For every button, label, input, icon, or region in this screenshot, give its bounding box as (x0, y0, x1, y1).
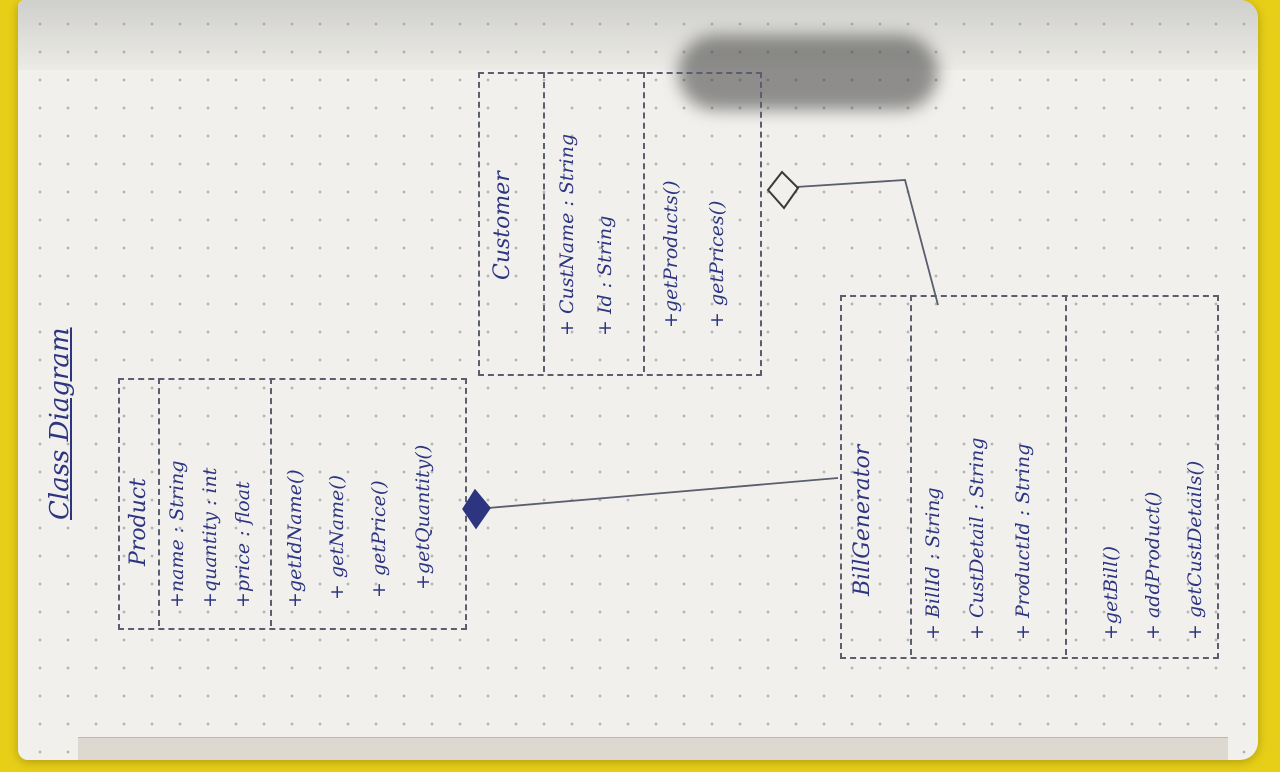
class-divider (1065, 295, 1067, 655)
dot-grid (18, 0, 1258, 760)
class-box-billgenerator (840, 295, 1219, 659)
class-divider (910, 295, 912, 655)
notebook-page (18, 0, 1258, 760)
class-divider (270, 378, 272, 626)
class-divider (543, 72, 545, 372)
aggregation-line (795, 179, 939, 306)
page-edge (78, 737, 1228, 760)
aggregation-diamond-icon (766, 170, 800, 210)
composition-line (487, 477, 839, 509)
class-divider (643, 72, 645, 372)
composition-diamond-icon (462, 488, 491, 530)
class-divider (158, 378, 160, 626)
class-box-customer (478, 72, 762, 376)
